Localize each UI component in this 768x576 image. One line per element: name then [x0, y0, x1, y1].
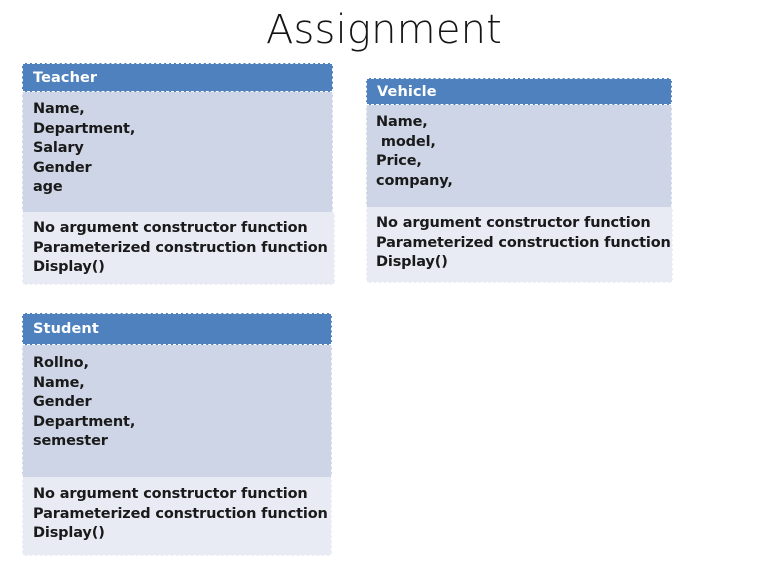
- class-box-teacher[interactable]: Teacher Name, Department, Salary Gender …: [22, 63, 335, 285]
- attribute-item: Department,: [33, 413, 136, 430]
- class-header-vehicle: Vehicle: [366, 78, 672, 105]
- method-list-vehicle: No argument constructor function Paramet…: [367, 207, 672, 273]
- method-item: Display(): [33, 259, 105, 276]
- attribute-list-teacher: Name, Department, Salary Gender age: [23, 92, 332, 198]
- attribute-item: age: [33, 179, 63, 196]
- attribute-list-student: Rollno, Name, Gender Department, semeste…: [23, 345, 331, 452]
- method-list-student: No argument constructor function Paramet…: [23, 477, 331, 544]
- attribute-item: Rollno,: [33, 355, 89, 371]
- attribute-item: Name,: [376, 114, 428, 130]
- attribute-item: semester: [33, 433, 108, 450]
- class-attributes-vehicle: Name, model, Price, company,: [366, 105, 672, 207]
- attribute-item: company,: [376, 172, 453, 189]
- attribute-item: Department,: [33, 120, 136, 137]
- attribute-item: Price,: [376, 153, 422, 170]
- method-item: Parameterized construction function: [33, 239, 328, 256]
- method-item: No argument constructor function: [376, 215, 651, 231]
- class-methods-teacher: No argument constructor function Paramet…: [22, 212, 335, 285]
- method-item: Display(): [376, 254, 448, 271]
- class-methods-vehicle: No argument constructor function Paramet…: [366, 207, 673, 283]
- method-item: Parameterized construction function: [33, 505, 328, 522]
- method-list-teacher: No argument constructor function Paramet…: [23, 212, 334, 278]
- attribute-item: Name,: [33, 101, 85, 117]
- class-methods-student: No argument constructor function Paramet…: [22, 477, 332, 556]
- method-item: Parameterized construction function: [376, 234, 671, 251]
- attribute-item: model,: [376, 133, 436, 150]
- attribute-list-vehicle: Name, model, Price, company,: [367, 105, 671, 191]
- attribute-item: Gender: [33, 394, 92, 411]
- class-attributes-student: Rollno, Name, Gender Department, semeste…: [22, 345, 332, 477]
- class-header-student: Student: [22, 313, 332, 345]
- page-title: Assignment: [265, 7, 503, 53]
- attribute-item: Salary: [33, 140, 84, 157]
- attribute-item: Gender: [33, 159, 92, 176]
- method-item: No argument constructor function: [33, 220, 308, 236]
- class-box-vehicle[interactable]: Vehicle Name, model, Price, company, No …: [366, 78, 673, 283]
- method-item: No argument constructor function: [33, 486, 308, 502]
- class-header-teacher: Teacher: [22, 63, 333, 92]
- attribute-item: Name,: [33, 374, 85, 391]
- class-attributes-teacher: Name, Department, Salary Gender age: [22, 92, 333, 212]
- class-box-student[interactable]: Student Rollno, Name, Gender Department,…: [22, 313, 332, 556]
- method-item: Display(): [33, 525, 105, 542]
